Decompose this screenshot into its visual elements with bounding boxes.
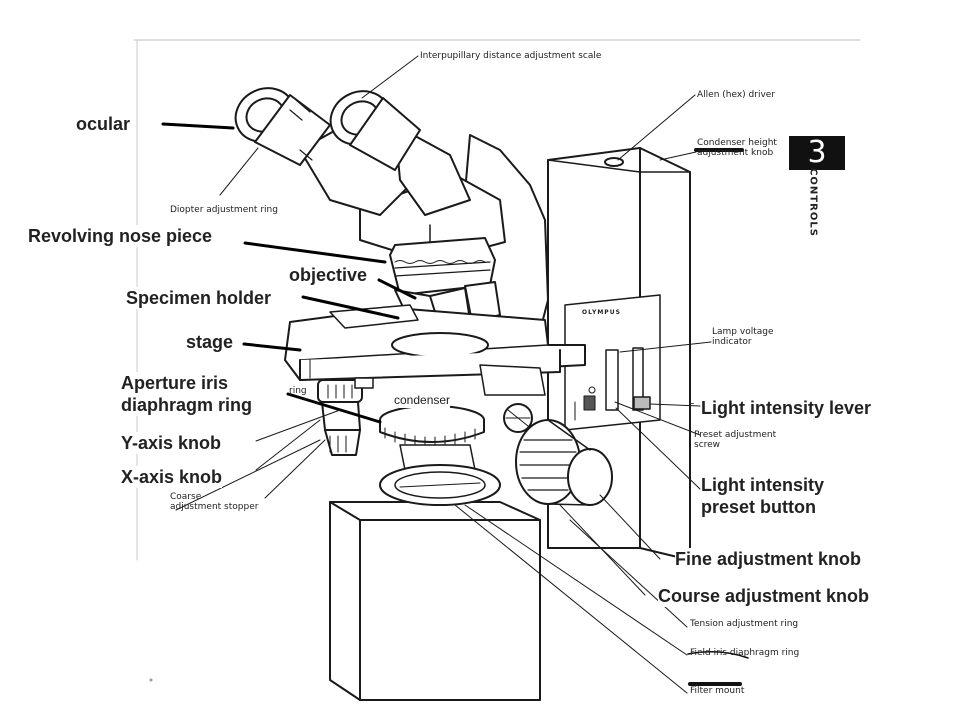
filter-mount-ring — [379, 464, 501, 506]
label-light-intensity-preset-button: Light intensity preset button — [701, 474, 824, 518]
label-leaders — [161, 122, 417, 424]
ring-fragment-label: ring — [289, 386, 307, 396]
condenser-height-line1: Condenser height — [697, 138, 777, 148]
preset-screw-line1: Preset adjustment — [694, 430, 777, 440]
coarse-stopper-label: Coarse adjustment stopper — [170, 492, 258, 512]
label-y-axis-knob: Y-axis knob — [121, 432, 222, 454]
label-stage: stage — [186, 331, 234, 353]
label-ocular: ocular — [76, 113, 131, 135]
light-preset-line1: Light intensity — [701, 475, 824, 495]
preset-screw-label: Preset adjustment screw — [694, 430, 776, 450]
condenser-assembly — [379, 405, 485, 471]
filter-mount-label: Filter mount — [690, 686, 745, 696]
label-aperture-iris-diaphragm-ring: Aperture iris diaphragm ring — [121, 372, 253, 416]
condenser-height-label: Condenser height adjustment knob — [697, 138, 777, 158]
aperture-iris-line2: diaphragm ring — [121, 395, 253, 415]
brand-logo: OLYMPUS — [582, 309, 621, 316]
label-specimen-holder: Specimen holder — [126, 287, 272, 309]
label-objective: objective — [289, 264, 368, 286]
label-condenser: condenser — [394, 392, 451, 408]
field-iris-label: Field iris diaphragm ring — [690, 648, 800, 658]
stage-platform — [284, 304, 586, 396]
label-revolving-nose-piece: Revolving nose piece — [28, 225, 213, 247]
lamp-voltage-line1: Lamp voltage — [712, 327, 774, 337]
coarse-stopper-line2: adjustment stopper — [170, 502, 259, 512]
ink-mark-field — [687, 651, 749, 659]
label-course-adjustment-knob: Course adjustment knob — [658, 585, 870, 607]
label-fine-adjustment-knob: Fine adjustment knob — [675, 548, 862, 570]
light-preset-line2: preset button — [701, 497, 816, 517]
preset-screw-line2: screw — [694, 440, 721, 450]
lamp-voltage-label: Lamp voltage indicator — [712, 327, 774, 347]
printed-leaders — [175, 55, 712, 694]
tension-ring-label: Tension adjustment ring — [690, 619, 799, 629]
chapter-number: 3 — [807, 135, 827, 170]
interpupillary-scale-label: Interpupillary distance adjustment scale — [420, 51, 602, 61]
coarse-stopper-line1: Coarse — [170, 492, 202, 502]
allen-driver-label: Allen (hex) driver — [697, 90, 776, 100]
label-x-axis-knob: X-axis knob — [121, 466, 223, 488]
focus-knobs — [503, 403, 613, 506]
chapter-title: CONTROLS — [798, 168, 828, 242]
chapter-title-text: CONTROLS — [807, 168, 819, 237]
condenser-height-line2: adjustment knob — [697, 148, 774, 158]
l-fragment-label: L — [689, 397, 695, 407]
label-light-intensity-lever: Light intensity lever — [701, 397, 872, 419]
lamp-voltage-line2: indicator — [712, 337, 752, 347]
ocular-eyepieces — [234, 87, 421, 171]
xy-axis-knobs — [317, 377, 374, 456]
diopter-ring-label: Diopter adjustment ring — [170, 205, 278, 215]
chapter-tab: 3 — [789, 136, 845, 170]
aperture-iris-line1: Aperture iris — [121, 373, 229, 393]
